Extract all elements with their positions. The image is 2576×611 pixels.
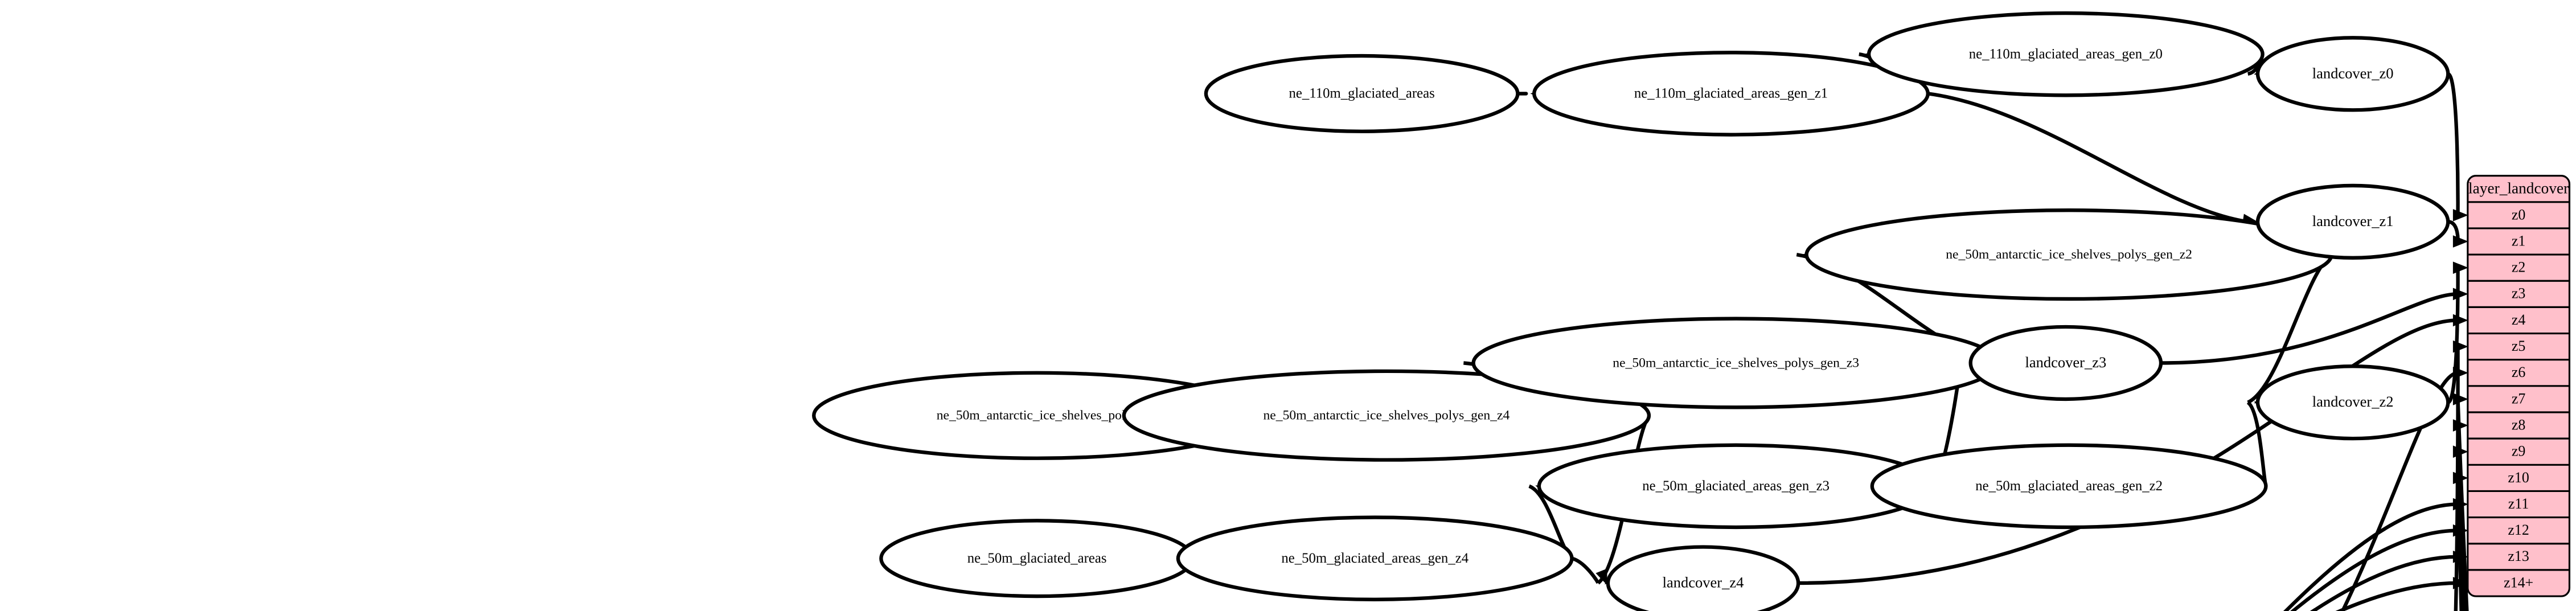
node-ellipse [1532,51,1930,137]
edge-arrowhead [2452,366,2468,379]
graph-node-ne_50m_antarctic_ice_shelves_polys[interactable]: ne_50m_antarctic_ice_shelves_polys [812,371,1262,460]
record-port-z11[interactable]: z11 [2508,495,2529,512]
graph-node-landcover_z4[interactable]: landcover_z4 [1606,545,1800,611]
graph-node-ne_110m_glaciated_areas_gen_z0[interactable]: ne_110m_glaciated_areas_gen_z0 [1867,11,2265,97]
node-label: ne_50m_antarctic_ice_shelves_polys [937,408,1138,423]
record-port-z7[interactable]: z7 [2512,390,2526,407]
edge-arrowhead [2452,209,2468,222]
node-ellipse [1176,515,1574,601]
edge-line [2454,346,2460,611]
record-port-z4[interactable]: z4 [2512,311,2526,328]
graph-node-ne_110m_glaciated_areas[interactable]: ne_110m_glaciated_areas [1204,54,1520,133]
node-ellipse [2255,364,2450,441]
graph-node-ne_50m_antarctic_ice_shelves_polys_gen_z2[interactable]: ne_50m_antarctic_ice_shelves_polys_gen_z… [1804,208,2333,301]
graph-node-landcover_z3[interactable]: landcover_z3 [1968,325,2163,401]
edge-line [2283,502,2458,611]
edge-line [2446,72,2460,215]
node-ellipse [1122,369,1651,462]
record-node-layer-landcover[interactable]: layer_landcover z0 z1 z2 z3 z4 z5 z6 z7 z8 z9 z10 z1… [2467,175,2571,597]
edge-line [1798,318,2458,585]
record-port-z12[interactable]: z12 [2508,522,2529,538]
node-ellipse [2255,36,2450,112]
node-label: ne_50m_glaciated_areas_gen_z3 [1642,478,1830,494]
edge-arrowhead [2452,288,2468,301]
edge-line [2160,292,2458,365]
node-label: landcover_z4 [1663,573,1744,591]
node-label: ne_50m_glaciated_areas_gen_z4 [1281,551,1469,566]
record-node-layer: layer_landcover z0 z1 z2 z3 z4 z5 z6 z7 z8 z9 z10 z1… [2467,175,2571,597]
graph-node-ne_50m_antarctic_ice_shelves_polys_gen_z4[interactable]: ne_50m_antarctic_ice_shelves_polys_gen_z… [1122,369,1651,462]
edge-line [1927,92,2249,224]
graph-node-landcover_z2[interactable]: landcover_z2 [2255,364,2450,441]
record-port-z14+[interactable]: z14+ [2504,574,2533,591]
edge-landcover_z0-to-layer_landcover-z0 [2446,72,2468,222]
record-port-z9[interactable]: z9 [2512,443,2525,460]
edge-arrowhead [2452,393,2468,405]
edge-ne_110m_glaciated_areas_gen_z1-to-landcover_z1 [1927,92,2258,226]
record-title: layer_landcover [2468,179,2569,196]
edge-line [1571,556,1600,584]
node-label: ne_50m_antarctic_ice_shelves_polys_gen_z… [1946,247,2192,262]
edge-line [2446,268,2460,404]
record-port-z8[interactable]: z8 [2512,416,2525,433]
graph-node-landcover_z0[interactable]: landcover_z0 [2255,36,2450,112]
edge-ne_50m_glaciated_areas_gen_z4-to-landcover_z4 [1571,556,1607,585]
node-ellipse [2255,183,2450,260]
edge-landcover_z1-to-layer_landcover-z1 [2447,220,2468,248]
graph-node-ne_50m_antarctic_ice_shelves_polys_gen_z3[interactable]: ne_50m_antarctic_ice_shelves_polys_gen_z… [1471,317,2000,409]
graph-node-ne_50m_glaciated_areas_gen_z3[interactable]: ne_50m_glaciated_areas_gen_z3 [1537,443,1935,530]
graph-node-ne_50m_glaciated_areas[interactable]: ne_50m_glaciated_areas [879,519,1195,598]
record-port-z3[interactable]: z3 [2512,285,2525,302]
edge-landcover_z2-to-layer_landcover-z2 [2446,261,2468,404]
node-label: ne_50m_glaciated_areas_gen_z2 [1975,478,2163,494]
graph-node-landcover_z1[interactable]: landcover_z1 [2255,183,2450,260]
record-port-z2[interactable]: z2 [2512,259,2525,276]
edge-arrowhead [1595,568,1607,585]
record-port-z5[interactable]: z5 [2512,338,2525,354]
edge-arrowhead [2452,235,2468,248]
edge-line [2456,478,2463,611]
graph-node-ne_50m_glaciated_areas_gen_z2[interactable]: ne_50m_glaciated_areas_gen_z2 [1870,443,2268,530]
node-ellipse [1204,54,1520,133]
node-label: landcover_z3 [2025,354,2106,371]
node-ellipse [1606,545,1800,611]
edge-line [2290,528,2458,611]
node-label: landcover_z0 [2312,64,2394,81]
node-label: landcover_z2 [2312,393,2394,410]
record-port-z0[interactable]: z0 [2512,206,2525,223]
record-port-z6[interactable]: z6 [2512,364,2526,380]
node-label: ne_50m_glaciated_areas [967,551,1107,566]
edge-landcover_z5-to-layer_landcover-z5 [2452,340,2468,611]
record-port-z10[interactable]: z10 [2508,469,2529,486]
record-port-z1[interactable]: z1 [2512,232,2525,249]
node-ellipse [1870,443,2268,530]
graph-node-ne_110m_glaciated_areas_gen_z1[interactable]: ne_110m_glaciated_areas_gen_z1 [1532,51,1930,137]
edge-landcover_z4-to-layer_landcover-z4 [1798,314,2468,585]
node-label: ne_50m_antarctic_ice_shelves_polys_gen_z… [1263,408,1509,423]
nodes-layer: imposm3osm_landcover_polygonsimplify_vw_… [812,11,2450,611]
graph-node-ne_50m_glaciated_areas_gen_z4[interactable]: ne_50m_glaciated_areas_gen_z4 [1176,515,1574,601]
node-label: ne_110m_glaciated_areas_gen_z0 [1969,46,2163,61]
node-ellipse [1867,11,2265,97]
edge-arrowhead [2452,314,2468,327]
edge-landcover_z3-to-layer_landcover-z3 [2160,288,2468,365]
node-label: ne_50m_antarctic_ice_shelves_polys_gen_z… [1613,355,1859,370]
node-label: ne_110m_glaciated_areas [1289,86,1435,101]
node-ellipse [1968,325,2163,401]
edge-arrowhead [2452,340,2468,353]
node-label: landcover_z1 [2312,212,2394,229]
node-label: ne_110m_glaciated_areas_gen_z1 [1634,86,1828,101]
edge-arrowhead [2452,261,2468,274]
record-port-z13[interactable]: z13 [2508,548,2529,564]
